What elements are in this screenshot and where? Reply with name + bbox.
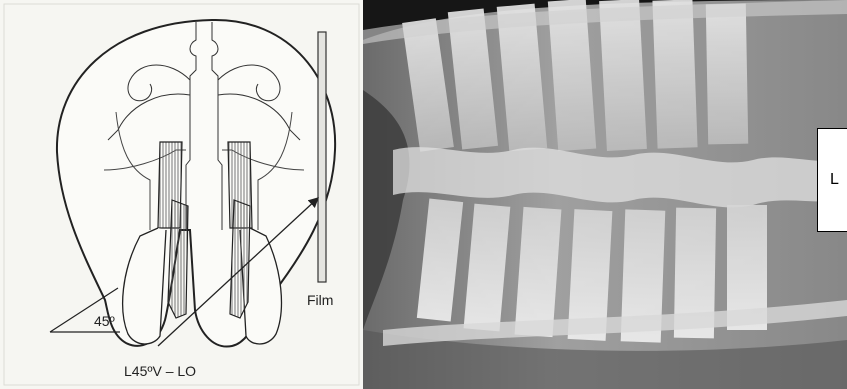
- radiograph-label-text: L: [830, 171, 839, 189]
- angle-label: 45º: [94, 313, 115, 329]
- radiograph-image: [363, 0, 847, 389]
- projection-diagram: 45º Film L45ºV – LO: [0, 0, 363, 389]
- film-plate: [318, 32, 326, 282]
- film-label: Film: [307, 292, 333, 308]
- mandibular-cheek-teeth-left: [168, 200, 188, 318]
- radiograph-panel: [363, 0, 847, 389]
- mandibular-cheek-teeth-right: [230, 200, 250, 318]
- projection-label: L45ºV – LO: [124, 363, 196, 379]
- radiograph-label-box: L: [817, 128, 847, 232]
- projection-diagram-panel: 45º Film L45ºV – LO: [0, 0, 363, 389]
